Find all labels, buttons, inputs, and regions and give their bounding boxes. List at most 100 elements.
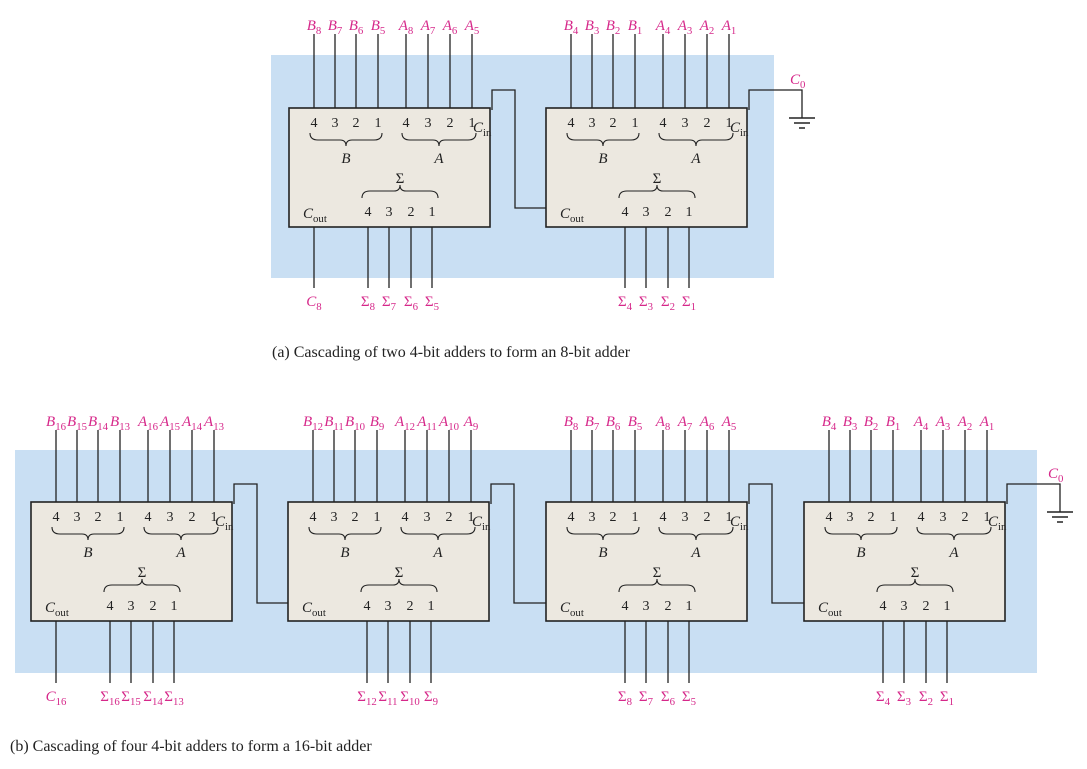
pin-number: 1 xyxy=(171,599,178,614)
cout-label: Cout xyxy=(818,600,842,619)
a-group-label: A xyxy=(690,151,701,167)
sum-brace xyxy=(360,578,438,593)
pin-number: 1 xyxy=(428,599,435,614)
cout-label: Cout xyxy=(560,600,584,619)
a-input-label: A3 xyxy=(935,414,951,433)
b-group-label: B xyxy=(83,545,92,561)
pin-number: 3 xyxy=(424,510,431,525)
pin-number: 4 xyxy=(145,510,152,525)
b-group-label: B xyxy=(340,545,349,561)
b-brace xyxy=(308,526,382,541)
cin-label: Cin xyxy=(215,514,234,533)
b-input-label: B3 xyxy=(585,18,600,37)
pin-number: 3 xyxy=(682,510,689,525)
a-input-label: A4 xyxy=(913,414,929,433)
pin-number: 3 xyxy=(167,510,174,525)
pin-number: 1 xyxy=(117,510,124,525)
b-input-label: B12 xyxy=(303,414,323,433)
pin-number: 2 xyxy=(923,599,930,614)
a-input-label: A14 xyxy=(181,414,203,433)
carry-out-label: C16 xyxy=(46,689,67,708)
pin-number: 4 xyxy=(403,116,410,131)
caption-b: (b) Cascading of four 4-bit adders to fo… xyxy=(10,738,372,755)
b-input-label: B15 xyxy=(67,414,87,433)
sum-brace xyxy=(361,184,439,199)
b-input-label: B3 xyxy=(843,414,858,433)
pin-number: 3 xyxy=(847,510,854,525)
pin-number: 3 xyxy=(589,510,596,525)
pin-number: 4 xyxy=(660,510,667,525)
a-group-label: A xyxy=(690,545,701,561)
pin-number: 1 xyxy=(375,116,382,131)
pin-number: 3 xyxy=(643,205,650,220)
sum-output-label: Σ8 xyxy=(361,294,375,313)
a-brace xyxy=(400,526,476,541)
pin-number: 2 xyxy=(665,599,672,614)
pin-number: 1 xyxy=(944,599,951,614)
sum-output-label: Σ4 xyxy=(618,294,633,313)
b-input-label: B5 xyxy=(628,414,643,433)
sum-group-label: Σ xyxy=(653,565,662,581)
a-input-label: A3 xyxy=(677,18,693,37)
pin-number: 3 xyxy=(940,510,947,525)
pin-number: 4 xyxy=(364,599,371,614)
cin-label: Cin xyxy=(988,514,1007,533)
a-input-label: A6 xyxy=(699,414,715,433)
b-group-label: B xyxy=(341,151,350,167)
b-input-label: B4 xyxy=(564,18,579,37)
a-input-label: A1 xyxy=(721,18,737,37)
sum-group-label: Σ xyxy=(653,171,662,187)
pin-number: 3 xyxy=(74,510,81,525)
pin-number: 4 xyxy=(660,116,667,131)
a-input-label: A7 xyxy=(420,18,436,37)
b-input-label: B11 xyxy=(324,414,344,433)
pin-number: 2 xyxy=(610,510,617,525)
sum-brace xyxy=(103,578,181,593)
pin-number: 1 xyxy=(984,510,991,525)
pin-number: 2 xyxy=(962,510,969,525)
b-input-label: B7 xyxy=(328,18,343,37)
pin-number: 1 xyxy=(686,599,693,614)
pin-number: 1 xyxy=(632,116,639,131)
sum-output-label: Σ6 xyxy=(404,294,419,313)
pin-number: 4 xyxy=(918,510,925,525)
b-input-label: B14 xyxy=(88,414,109,433)
pin-number: 4 xyxy=(568,116,575,131)
b-brace xyxy=(309,132,383,147)
carry-in-wire xyxy=(1006,483,1061,512)
pin-number: 4 xyxy=(568,510,575,525)
pin-number: 2 xyxy=(704,510,711,525)
pin-number: 2 xyxy=(610,116,617,131)
sum-group-label: Σ xyxy=(396,171,405,187)
sum-brace xyxy=(618,184,696,199)
a-group-label: A xyxy=(948,545,959,561)
cout-label: Cout xyxy=(303,206,327,225)
b-input-label: B6 xyxy=(349,18,364,37)
pin-number: 1 xyxy=(726,510,733,525)
b-input-label: B16 xyxy=(46,414,67,433)
cin-label: Cin xyxy=(730,514,749,533)
pin-number: 3 xyxy=(589,116,596,131)
sum-output-label: Σ4 xyxy=(876,689,891,708)
a-input-label: A6 xyxy=(442,18,458,37)
a-input-label: A4 xyxy=(655,18,671,37)
sum-output-label: Σ3 xyxy=(897,689,911,708)
pin-number: 4 xyxy=(826,510,833,525)
b-group-label: B xyxy=(598,545,607,561)
sum-group-label: Σ xyxy=(395,565,404,581)
cout-label: Cout xyxy=(560,206,584,225)
pin-number: 3 xyxy=(682,116,689,131)
a-input-label: A10 xyxy=(438,414,459,433)
pin-number: 1 xyxy=(686,205,693,220)
pin-number: 2 xyxy=(352,510,359,525)
caption-a: (a) Cascading of two 4-bit adders to for… xyxy=(272,344,631,361)
b-input-label: B10 xyxy=(345,414,365,433)
pin-number: 2 xyxy=(189,510,196,525)
adder-block xyxy=(545,501,748,622)
b-input-label: B1 xyxy=(628,18,643,37)
sum-brace xyxy=(876,578,954,593)
cin-label: Cin xyxy=(472,514,491,533)
a-brace xyxy=(658,132,734,147)
